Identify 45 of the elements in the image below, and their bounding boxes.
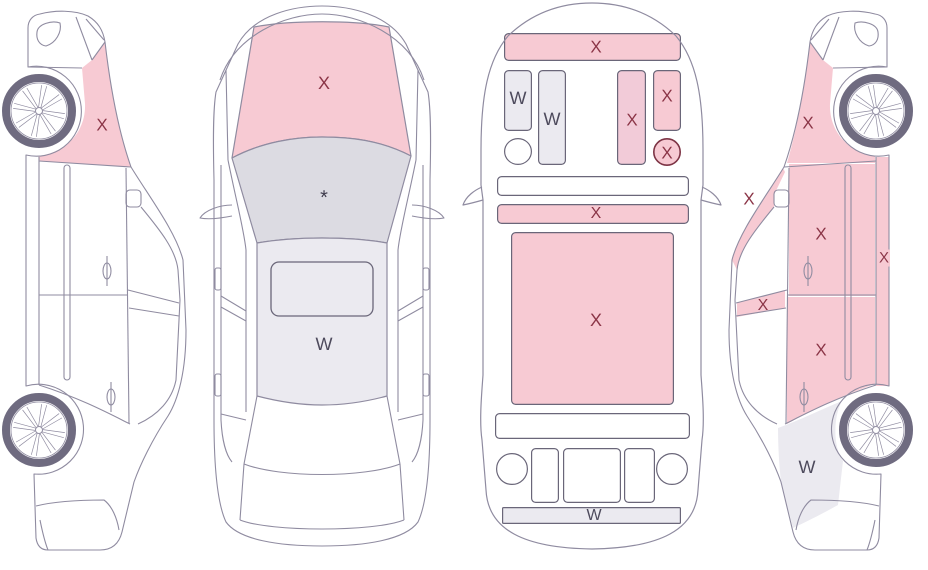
part-circle <box>653 138 681 166</box>
sill-panel <box>876 156 892 387</box>
damage-code-label: X <box>661 144 673 162</box>
hood-panel <box>231 20 412 159</box>
windshield-panel <box>231 136 412 244</box>
rear-quarter-panel <box>776 399 845 530</box>
part-bar <box>497 204 689 224</box>
damage-code-label: X <box>743 190 755 208</box>
part-bar <box>502 507 681 524</box>
part-box <box>617 70 646 165</box>
part-box <box>531 448 559 503</box>
damage-code-label: X <box>318 74 330 92</box>
part-circle <box>656 453 688 485</box>
damage-code-label: W <box>544 110 560 128</box>
part-bar <box>504 33 681 61</box>
damage-code-label: X <box>802 114 814 132</box>
damage-code-label: X <box>590 311 602 329</box>
damage-code-label: X <box>815 226 827 242</box>
damage-code-label: * <box>320 188 328 208</box>
damage-code-label: W <box>798 458 816 476</box>
damage-code-label: W <box>316 335 332 353</box>
part-bar <box>497 176 689 196</box>
part-circle <box>496 453 528 485</box>
damage-code-label: X <box>590 206 602 222</box>
part-box <box>624 448 655 503</box>
part-circle <box>504 138 532 165</box>
front-door-panel <box>788 164 876 297</box>
part-box <box>504 70 532 131</box>
part-box <box>538 70 566 165</box>
part-box <box>563 448 621 503</box>
damage-code-label: X <box>96 116 108 134</box>
b-pillar-panel <box>736 289 786 319</box>
rear-door-panel <box>786 296 876 426</box>
roof-panel <box>256 237 388 407</box>
part-bar <box>495 413 690 439</box>
damage-code-label: W <box>586 508 602 524</box>
damage-code-label: X <box>758 298 768 314</box>
damage-code-label: X <box>590 38 602 56</box>
damage-code-label: W <box>510 89 526 107</box>
damage-code-label: X <box>626 112 638 128</box>
part-box <box>511 232 674 405</box>
part-box <box>653 70 681 131</box>
damage-code-label: X <box>878 250 890 266</box>
damage-code-label: X <box>815 342 827 358</box>
damage-code-label: X <box>661 88 673 104</box>
